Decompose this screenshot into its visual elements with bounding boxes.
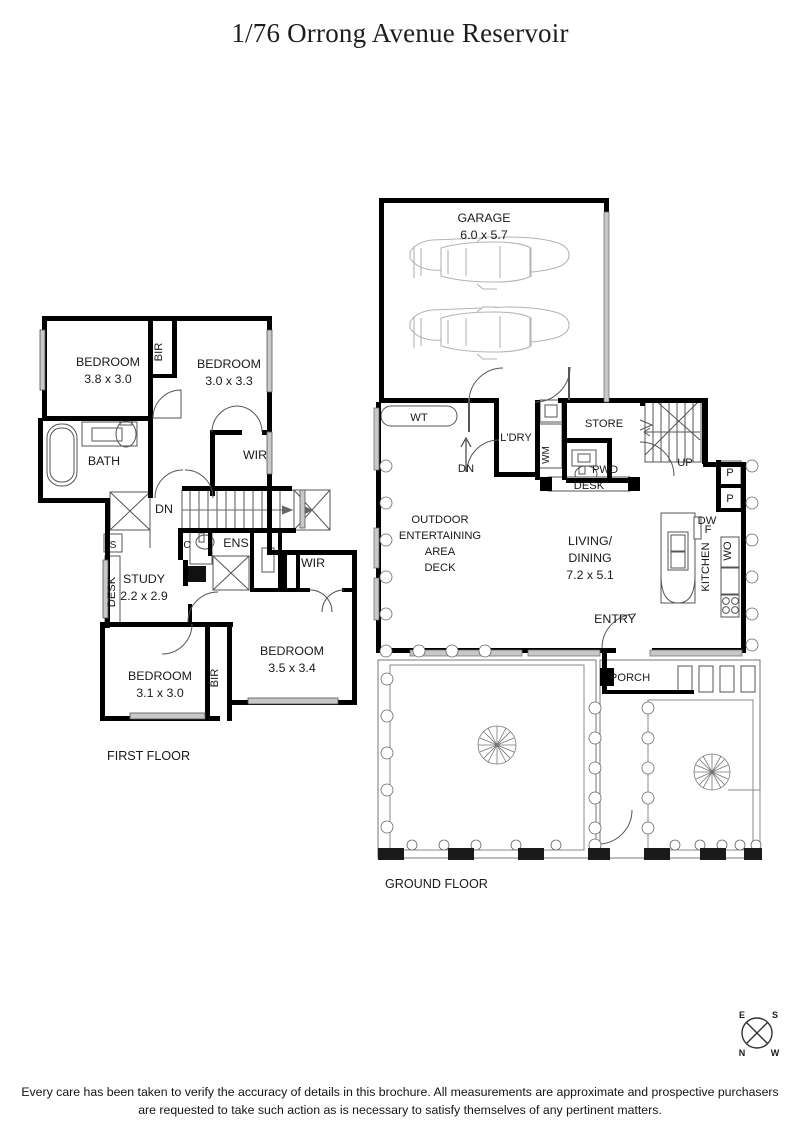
boundary-posts [378,848,762,860]
living-dining-line2: DINING [568,551,611,565]
desk-label-first: DESK [106,576,118,607]
bedroom-1-dims: 3.8 x 3.0 [84,372,132,386]
living-dining-line1: LIVING/ [568,534,613,548]
dn-arrow [460,436,472,472]
disclaimer-line-2: are requested to take such action as is … [138,1103,662,1117]
study-label: STUDY [123,572,165,586]
first-floor-windows [39,329,339,720]
ground-floor-plan: GARAGE 6.0 x 5.7 WT L'DRY WM STORE PWD D… [373,198,762,891]
store-label: STORE [585,418,623,430]
first-floor-doors [121,389,345,655]
powder-room-label: PWD [592,464,618,476]
cupboard-label: C [183,540,190,551]
study-dims: 2.2 x 2.9 [120,589,168,603]
desk-label-ground: DESK [574,480,605,492]
living-dining-dims: 7.2 x 5.1 [566,568,614,582]
compass-north: N [739,1048,746,1058]
outdoor-line4: DECK [424,562,456,574]
compass-rose: E S N W [739,1010,780,1058]
ground-floor-stairs [639,399,702,463]
garage-label: GARAGE [457,211,510,225]
ensuite-label: ENS [223,536,248,550]
kitchen-label: KITCHEN [700,542,712,591]
ground-floor-windows [373,211,743,657]
pantry-1-label: P [726,467,733,479]
water-tank-label: WT [410,412,428,424]
car-1 [409,236,570,290]
ground-floor-caption: GROUND FLOOR [385,877,488,891]
outdoor-line2: ENTERTAINING [399,530,481,542]
fridge-label: F [705,524,712,536]
garden-shrubs [379,459,762,852]
porch-label: PORCH [610,672,650,684]
disclaimer-line-1: Every care has been taken to verify the … [21,1085,779,1099]
first-floor-labels: BEDROOM 3.8 x 3.0 BEDROOM 3.0 x 3.3 BATH… [76,343,325,700]
bedroom-2-dims: 3.0 x 3.3 [205,374,253,388]
first-floor-plan: BEDROOM 3.8 x 3.0 BEDROOM 3.0 x 3.3 BATH… [38,316,360,763]
entry-label: ENTRY [594,612,636,626]
shelf-label: S [110,540,117,551]
wir-1-label: WIR [243,448,267,462]
outdoor-line1: OUTDOOR [411,514,468,526]
bedroom-3-label: BEDROOM [128,669,192,683]
bedroom-1-label: BEDROOM [76,355,140,369]
bedroom-2-label: BEDROOM [197,357,261,371]
wall-oven-label: WO [722,541,734,561]
compass-south: S [772,1010,778,1020]
tree-1 [477,725,517,765]
dishwasher-label: DW [698,515,717,527]
page-title: 1/76 Orrong Avenue Reservoir [231,18,569,48]
car-icons [409,236,570,360]
disclaimer: Every care has been taken to verify the … [0,1083,800,1119]
compass-west: W [771,1048,780,1058]
up-label: UP [677,457,693,469]
bedroom-3-dims: 3.1 x 3.0 [136,686,184,700]
bedroom-4-label: BEDROOM [260,644,324,658]
bir-2-label: BIR [209,669,221,688]
ground-floor-doors [466,366,675,845]
bath-label: BATH [88,454,120,468]
bir-1-label: BIR [153,343,165,362]
car-2 [409,306,570,360]
ground-floor-labels: GARAGE 6.0 x 5.7 WT L'DRY WM STORE PWD D… [399,211,734,684]
ground-floor-fixtures [537,399,756,693]
first-floor-caption: FIRST FLOOR [107,749,190,763]
laundry-label: L'DRY [500,432,532,444]
dn-label-first: DN [155,502,173,516]
tree-2 [693,753,731,791]
pantry-2-label: P [726,493,733,505]
outdoor-line3: AREA [425,546,456,558]
wir-2-label: WIR [301,556,325,570]
tree-icons [477,725,731,791]
dn-label-ground: DN [458,463,474,475]
washing-machine-label: WM [541,446,552,464]
bedroom-4-dims: 3.5 x 3.4 [268,661,316,675]
compass-east: E [739,1010,745,1020]
garage-dims: 6.0 x 5.7 [460,228,508,242]
